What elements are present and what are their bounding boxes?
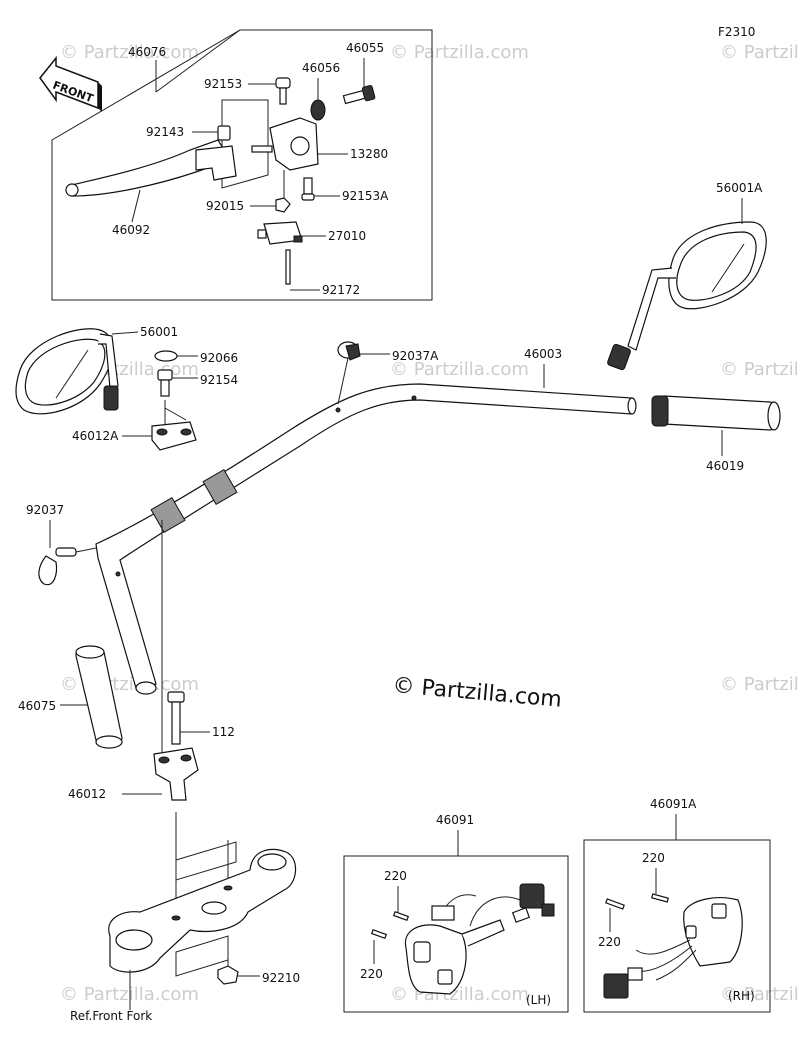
- label-56001a: 56001A: [716, 181, 763, 195]
- switch-rh-box: [583, 839, 771, 1013]
- label-13280: 13280: [350, 147, 388, 161]
- bolt-92154: [157, 369, 173, 397]
- nut-92210: [217, 965, 239, 985]
- label-46091a: 46091A: [650, 797, 697, 811]
- label-92015: 92015: [206, 199, 244, 213]
- label-92172: 92172: [322, 283, 360, 297]
- holder-upper-46012a: [151, 400, 197, 451]
- watermark-text: © Partzilla.com: [60, 984, 199, 1005]
- switch-housing-rh: [603, 897, 743, 999]
- watermark-text: © Partzilla.com: [390, 984, 529, 1005]
- label-220-lh-upper: 220: [384, 869, 407, 883]
- handlebar-46003: [95, 383, 637, 695]
- label-46019: 46019: [706, 459, 744, 473]
- screw-220-lh-upper: [392, 910, 410, 922]
- label-220-rh-upper: 220: [642, 851, 665, 865]
- figure-code: F2310: [718, 25, 755, 39]
- label-92037: 92037: [26, 503, 64, 517]
- label-220-rh-lower: 220: [598, 935, 621, 949]
- label-46055: 46055: [346, 41, 384, 55]
- clamp-92037a: [337, 341, 361, 405]
- label-46012: 46012: [68, 787, 106, 801]
- watermark-text: © Partzilla.com: [720, 674, 800, 695]
- label-46012a: 46012A: [72, 429, 119, 443]
- washer-46056: [310, 99, 326, 121]
- label-46003: 46003: [524, 347, 562, 361]
- label-92153: 92153: [204, 77, 242, 91]
- switch-housing-lh: [404, 883, 555, 995]
- holder-lower-46012: [153, 520, 199, 801]
- lever-assembly-box: [51, 29, 433, 301]
- label-46092: 46092: [112, 223, 150, 237]
- clutch-lever: [65, 139, 237, 197]
- lever-bracket-13280: [251, 117, 319, 171]
- grip-left-46075: [75, 645, 123, 749]
- ref-front-fork-label: Ref.Front Fork: [70, 1009, 152, 1023]
- label-92066: 92066: [200, 351, 238, 365]
- mirror-right-56001a: [607, 221, 767, 371]
- label-92210: 92210: [262, 971, 300, 985]
- label-92143: 92143: [146, 125, 184, 139]
- screw-220-rh-upper: [651, 893, 669, 903]
- screw-220-lh-lower: [370, 928, 388, 940]
- watermark-text: © Partzilla.com: [720, 984, 800, 1005]
- switch-27010: [257, 221, 303, 245]
- label-27010: 27010: [328, 229, 366, 243]
- bolt-112: [167, 691, 185, 745]
- label-46075: 46075: [18, 699, 56, 713]
- clamp-92037: [38, 547, 97, 586]
- label-92153a: 92153A: [342, 189, 389, 203]
- copyright-text: © Partzilla.com: [391, 673, 562, 713]
- label-92154: 92154: [200, 373, 238, 387]
- switch-box-rh: 46091A 220 220 (RH): [583, 797, 771, 1013]
- nut-92015: [275, 197, 291, 213]
- switch-box-lh: 46091 220 220 (LH): [343, 813, 569, 1013]
- label-56001: 56001: [140, 325, 178, 339]
- switch-lh-box: [343, 855, 569, 1013]
- label-46056: 46056: [302, 61, 340, 75]
- label-46076: 46076: [128, 45, 166, 59]
- collar-92143: [217, 125, 231, 141]
- watermark-text: © Partzilla.com: [390, 42, 529, 63]
- watermark-text: © Partzilla.com: [720, 42, 800, 63]
- label-46091: 46091: [436, 813, 474, 827]
- label-92037a: 92037A: [392, 349, 439, 363]
- bolt-92153: [275, 77, 291, 105]
- watermark-text: © Partzilla.com: [720, 359, 800, 380]
- rh-label: (RH): [728, 989, 755, 1003]
- bolt-92153a: [301, 177, 315, 201]
- washer-92066: [154, 350, 178, 362]
- front-arrow-icon: FRONT: [39, 55, 102, 112]
- lh-label: (LH): [526, 993, 551, 1007]
- watermark-text: © Partzilla.com: [390, 359, 529, 380]
- label-220-lh-lower: 220: [360, 967, 383, 981]
- grip-right-46019: [651, 395, 781, 431]
- triple-clamp: [108, 812, 297, 1010]
- lever-assembly-group: 46076 46092 92143 92153 46056: [51, 29, 433, 301]
- screw-220-rh-lower: [605, 898, 625, 910]
- mirror-left-56001: [15, 328, 119, 415]
- label-112: 112: [212, 725, 235, 739]
- screw-92172: [285, 249, 291, 285]
- bolt-46055: [342, 85, 376, 105]
- watermark-text: © Partzilla.com: [60, 42, 199, 63]
